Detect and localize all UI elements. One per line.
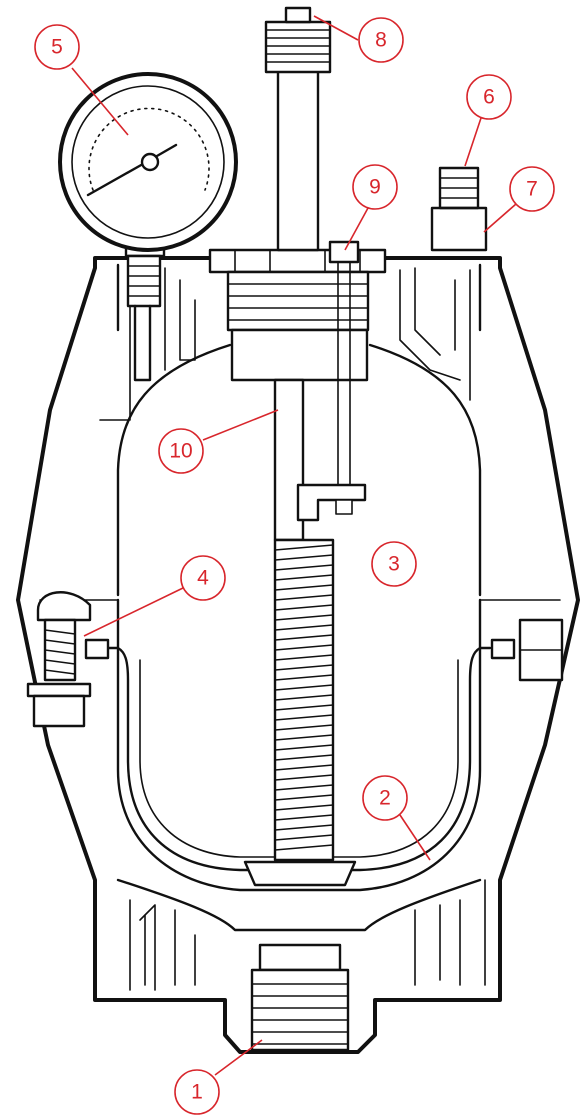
- right-fitting: [490, 618, 564, 682]
- callout-line-9: [344, 207, 369, 251]
- callout-label-5: 5: [51, 36, 63, 59]
- callout-circle-8: [358, 17, 404, 63]
- callout-line-2: [399, 814, 431, 861]
- callout-circle-7: [509, 166, 555, 212]
- vent-valve: [430, 166, 488, 252]
- callout-line-7: [483, 203, 517, 233]
- top-assembly: [208, 6, 387, 887]
- callout-circle-2: [362, 775, 408, 821]
- left-bolt: [26, 591, 110, 728]
- callout-circle-3: [371, 541, 417, 587]
- callout-label-9: 9: [369, 176, 381, 199]
- callout-circle-6: [466, 74, 512, 120]
- pressure-gauge: [58, 72, 238, 382]
- callout-label-2: 2: [379, 787, 391, 810]
- bottom-inlet: [250, 943, 350, 1052]
- callout-circle-10: [158, 428, 204, 474]
- callout-line-10: [202, 409, 279, 441]
- callout-label-6: 6: [483, 86, 495, 109]
- callout-circle-1: [174, 1069, 220, 1115]
- callout-circle-9: [352, 164, 398, 210]
- callout-label-8: 8: [375, 29, 387, 52]
- callout-circle-5: [34, 24, 80, 70]
- callout-line-1: [214, 1039, 263, 1076]
- callouts: 5 8 6 9 7 10 3 4 2 1: [34, 15, 555, 1115]
- callout-line-4: [83, 587, 184, 637]
- callout-line-5: [71, 67, 129, 136]
- callout-line-6: [464, 111, 484, 167]
- callout-label-10: 10: [169, 440, 192, 463]
- callout-circle-4: [180, 555, 226, 601]
- callout-line-8: [313, 15, 359, 41]
- callout-label-7: 7: [526, 178, 538, 201]
- callout-label-4: 4: [197, 567, 209, 590]
- callout-label-1: 1: [191, 1081, 203, 1104]
- callout-label-3: 3: [388, 553, 400, 576]
